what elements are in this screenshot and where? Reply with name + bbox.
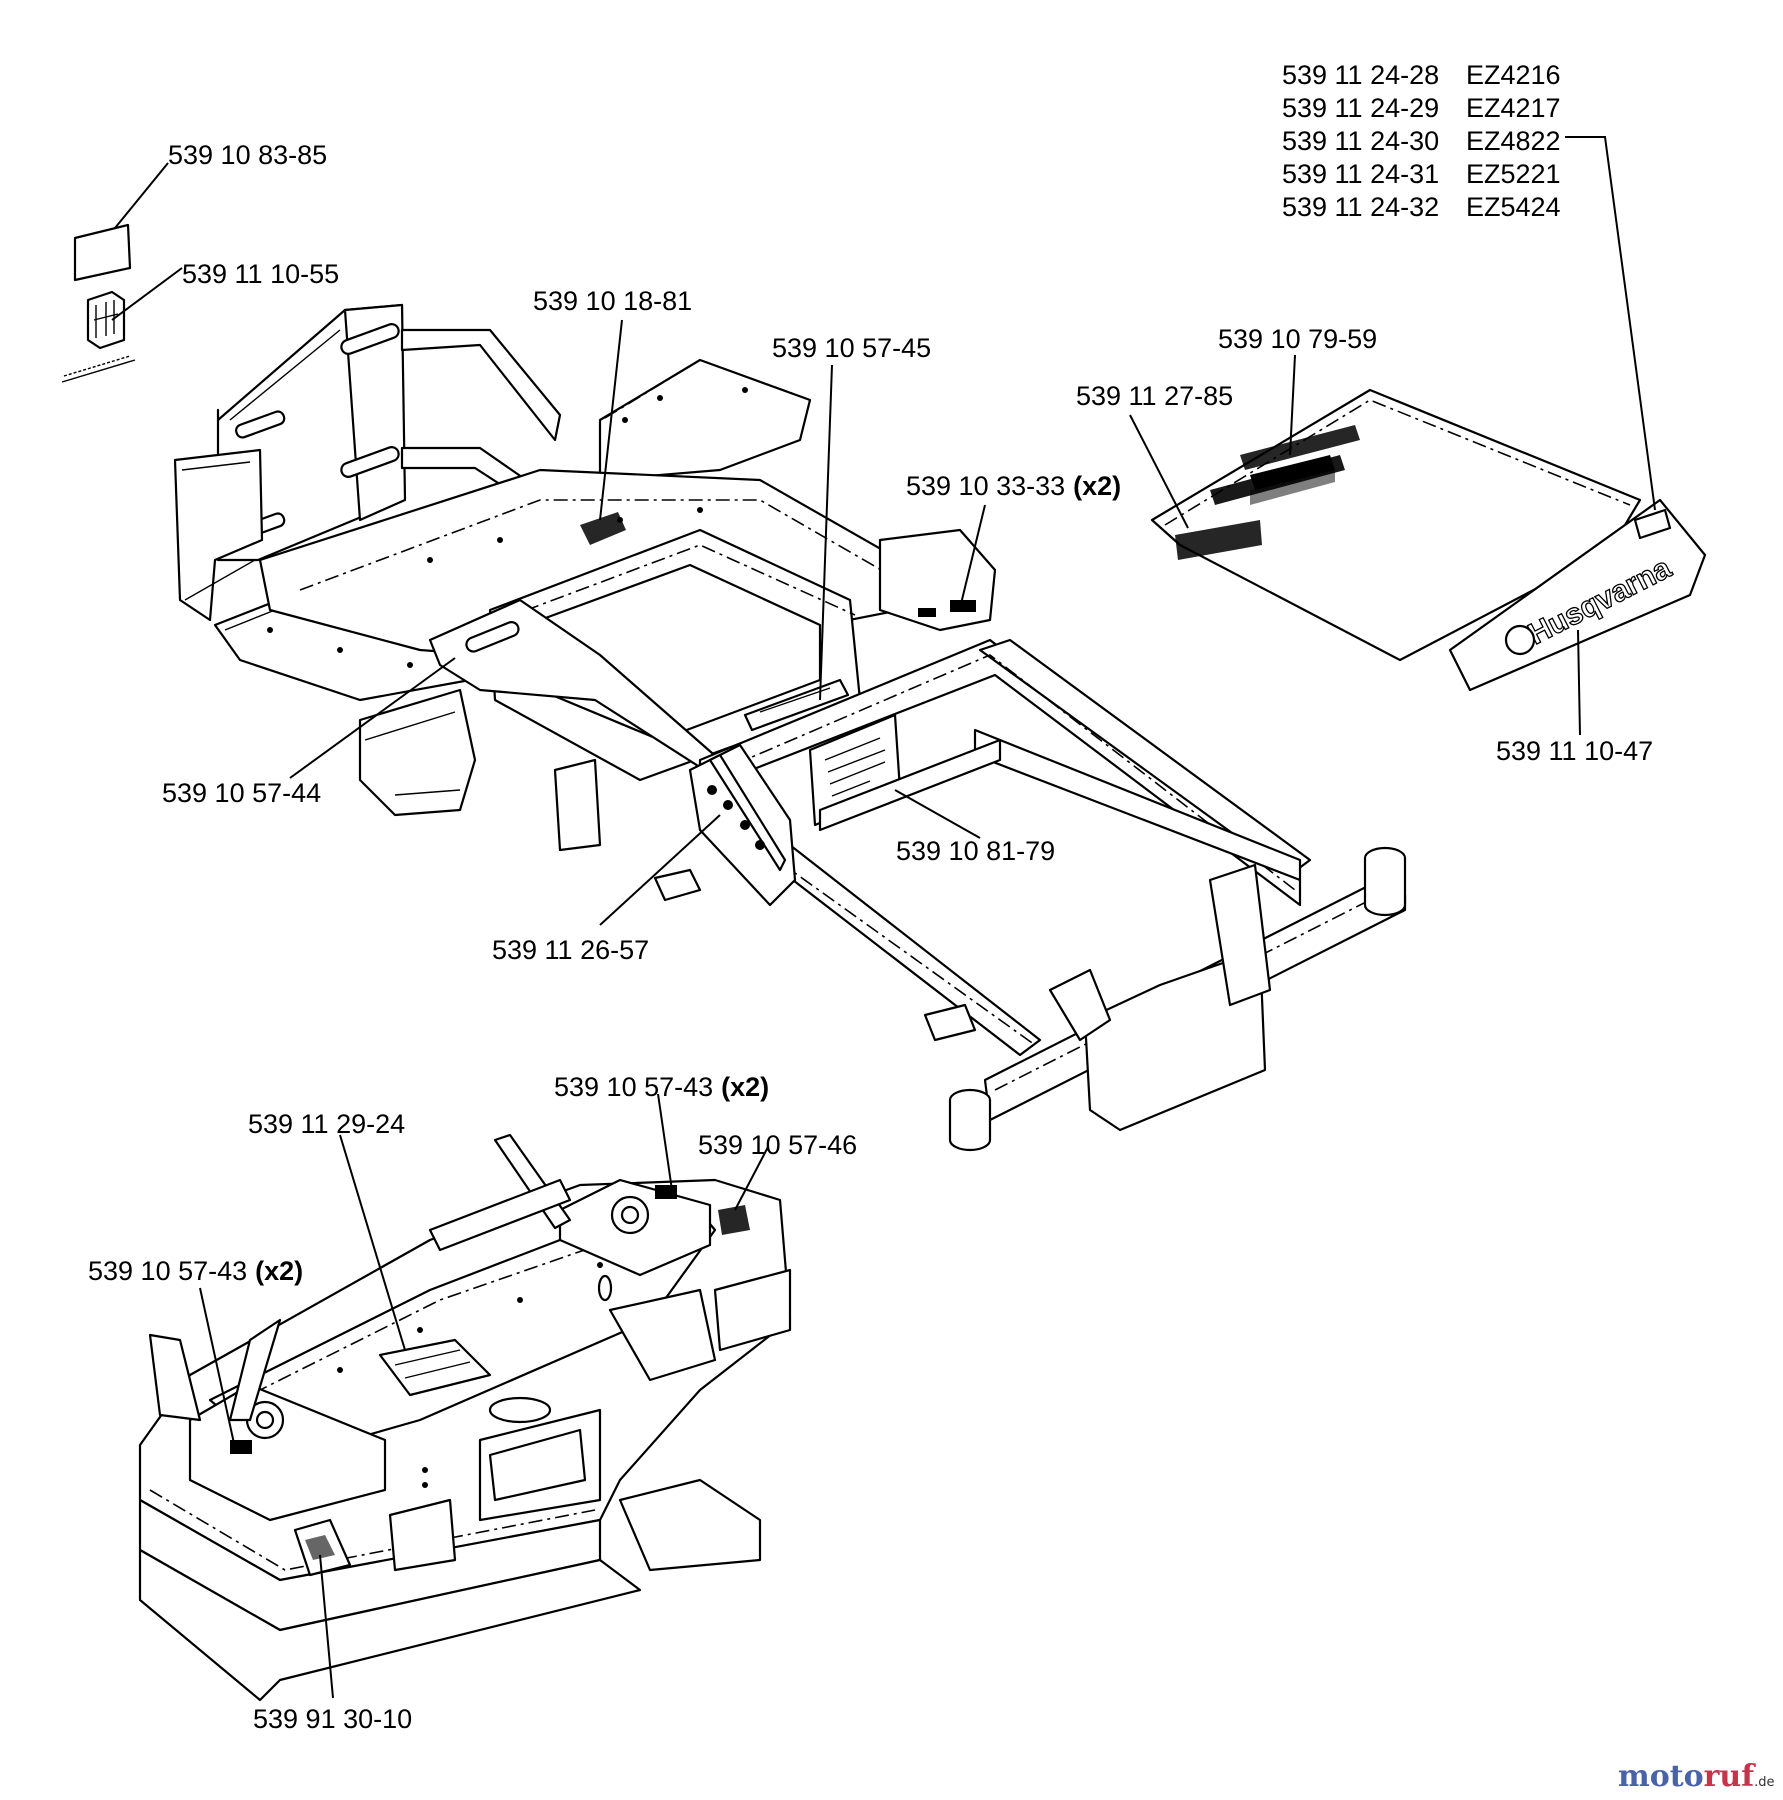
model-row-model: EZ4216 <box>1466 60 1561 90</box>
model-row-model: EZ4217 <box>1466 93 1561 123</box>
callout-deck-decal-top-mult: (x2) <box>721 1072 769 1102</box>
callout-hood-decal-lower: 539 11 27-85 <box>1076 381 1233 411</box>
model-row-part: 539 11 24-32 <box>1282 192 1439 222</box>
leader-lines <box>111 136 1656 1699</box>
callout-logo-decal: 539 11 10-55 <box>182 259 339 289</box>
callout-deck-center-decal: 539 11 29-24 <box>248 1109 405 1139</box>
callout-frame-decal-right-mult: (x2) <box>1073 471 1121 501</box>
callout-frame-decal-center: 539 10 57-45 <box>772 333 931 363</box>
callout-frame-info-decal: 539 10 81-79 <box>896 836 1055 866</box>
model-row-part: 539 11 24-28 <box>1282 60 1439 90</box>
callout-deck-warning-decal: 539 91 30-10 <box>253 1704 412 1734</box>
watermark-main-a: moto <box>1618 1759 1704 1794</box>
model-row-model: EZ4822 <box>1466 126 1561 156</box>
motoruf-watermark: motoruf.de <box>1618 1759 1775 1794</box>
model-row-part: 539 11 24-30 <box>1282 126 1439 156</box>
watermark-suffix: .de <box>1754 1775 1774 1790</box>
watermark-main-b: ruf <box>1704 1759 1757 1794</box>
callout-hood-brand-decal: 539 11 10-47 <box>1496 736 1653 766</box>
callout-deck-decal-top-part: 539 10 57-43 <box>554 1072 713 1102</box>
callout-frame-decal-right-part: 539 10 33-33 <box>906 471 1065 501</box>
mower-deck-drawing <box>138 1133 792 1702</box>
callout-deck-decal-left-part: 539 10 57-43 <box>88 1256 247 1286</box>
model-row-model: EZ5221 <box>1466 159 1561 189</box>
husqvarna-logo-decal-drawing <box>61 290 136 383</box>
tractor-frame-drawing <box>173 303 1407 1152</box>
model-row-model: EZ5424 <box>1466 192 1561 222</box>
callout-deck-decal-top: 539 10 57-43 (x2) <box>554 1072 769 1102</box>
callout-decal-blank: 539 10 83-85 <box>168 140 327 170</box>
svg-text:motoruf.de: motoruf.de <box>1618 1759 1775 1794</box>
model-row-part: 539 11 24-31 <box>1282 159 1439 189</box>
callout-frame-decal-right: 539 10 33-33 (x2) <box>906 471 1121 501</box>
model-table: 539 11 24-28 EZ4216 539 11 24-29 EZ4217 … <box>1282 60 1561 222</box>
callout-frame-decal-left: 539 10 57-44 <box>162 778 321 808</box>
model-row-part: 539 11 24-29 <box>1282 93 1439 123</box>
hood-drawing: Husqvarna <box>1150 388 1707 692</box>
callout-deck-decal-left-mult: (x2) <box>255 1256 303 1286</box>
callout-deck-right-decal: 539 10 57-46 <box>698 1130 857 1160</box>
callout-deck-decal-left: 539 10 57-43 (x2) <box>88 1256 303 1286</box>
callout-lever-decal: 539 11 26-57 <box>492 935 649 965</box>
blank-decal-drawing <box>73 223 132 282</box>
callout-labels: 539 10 83-85 539 11 10-55 539 10 18-81 5… <box>88 140 1653 1734</box>
callout-floor-decal: 539 10 18-81 <box>533 286 692 316</box>
callout-hood-decal-upper: 539 10 79-59 <box>1218 324 1377 354</box>
